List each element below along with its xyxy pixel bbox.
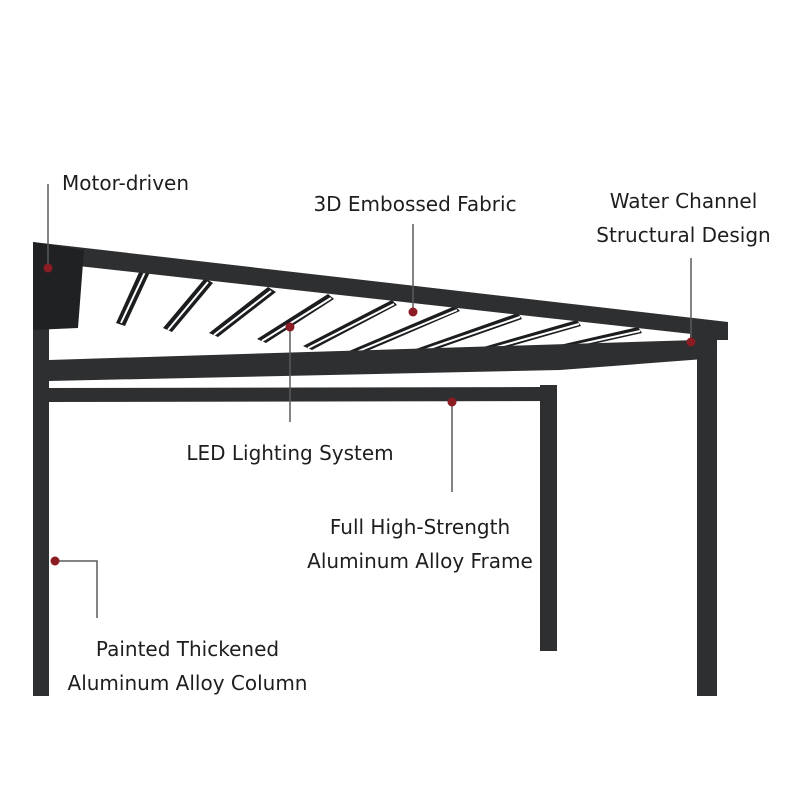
louver-led-strip [261, 297, 332, 342]
column-callout: Painted Thickened Aluminum Alloy Column [55, 632, 320, 700]
frame-marker [447, 397, 457, 407]
louver-led-strip [213, 290, 272, 336]
long-side-beam [49, 340, 717, 381]
callout-line: Aluminum Alloy Column [67, 671, 308, 695]
callout-line: Water Channel [609, 189, 758, 213]
column-leader [55, 560, 98, 618]
leader-lines [47, 184, 692, 618]
callout-line: Full High-Strength [329, 515, 511, 539]
frame-callout: Full High-Strength Aluminum Alloy Frame [295, 510, 545, 578]
motor-marker [43, 263, 53, 273]
motor-callout: Motor-driven [62, 166, 189, 200]
callout-markers [43, 263, 696, 566]
louver-blade [257, 294, 334, 343]
louver-led-strip [307, 303, 395, 349]
beam-end-cap [690, 322, 728, 340]
led-callout: LED Lighting System [170, 436, 410, 470]
water-marker [686, 337, 696, 347]
callout-line: LED Lighting System [186, 441, 394, 465]
fabric-callout: 3D Embossed Fabric [300, 187, 530, 221]
callout-line: Structural Design [596, 223, 771, 247]
pergola-structure [33, 242, 728, 696]
left-column [33, 244, 49, 696]
front-right-column [540, 385, 557, 651]
led-marker [285, 322, 295, 332]
callout-line: Motor-driven [62, 171, 190, 195]
water-callout: Water Channel Structural Design [586, 184, 781, 252]
fabric-marker [408, 307, 418, 317]
callout-line: Aluminum Alloy Frame [307, 549, 533, 573]
front-beam [49, 385, 557, 402]
rear-right-column [697, 338, 717, 696]
louver-led-strip [353, 309, 458, 354]
louver-led-strip [120, 271, 146, 324]
motor-housing [33, 242, 84, 330]
louver-led-strip [167, 281, 209, 331]
callout-line: Painted Thickened [95, 637, 280, 661]
top-sloped-beam [33, 242, 728, 338]
column-marker [50, 556, 60, 566]
callout-line: 3D Embossed Fabric [313, 192, 517, 216]
